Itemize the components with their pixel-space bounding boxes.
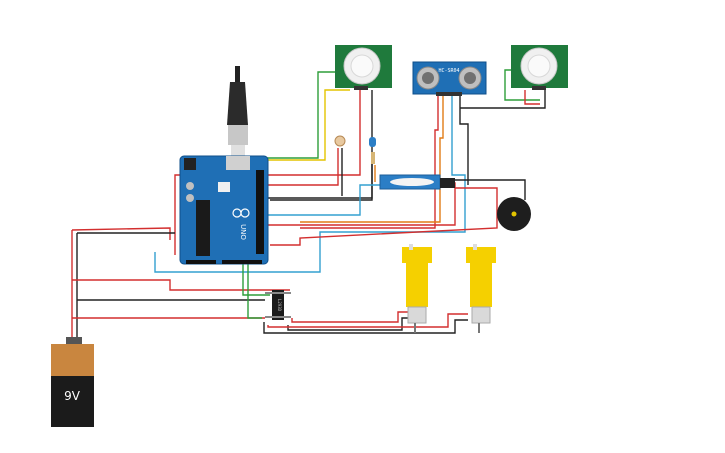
motor-right-can xyxy=(471,306,491,324)
wire-low-red-3[interactable] xyxy=(72,279,290,291)
wires xyxy=(71,69,546,340)
motor-left-gearbox xyxy=(402,247,432,263)
photoresistor[interactable] xyxy=(334,135,346,147)
arduino-power-header xyxy=(222,260,262,264)
wire-low-green-2[interactable] xyxy=(247,262,262,319)
motor-left-shaft xyxy=(414,323,416,333)
wire-motor1-red[interactable] xyxy=(291,311,410,323)
wire-low-red-2[interactable] xyxy=(71,227,171,240)
arduino-usb-port xyxy=(226,156,250,170)
usb-tip xyxy=(235,66,240,84)
dc-motor-right[interactable] xyxy=(466,244,496,333)
wire-ldr-red[interactable] xyxy=(260,148,339,186)
arduino-capacitor-2 xyxy=(186,194,194,202)
arduino-uno[interactable]: UNO xyxy=(179,155,269,265)
led-lens xyxy=(369,137,376,147)
battery-label: 9V xyxy=(64,389,81,403)
wire-pir-left-black[interactable] xyxy=(270,90,373,201)
servo-horn xyxy=(390,178,434,186)
wire-buzzer-red[interactable] xyxy=(270,187,498,246)
ultrasonic-sensor[interactable]: HC-SR04 xyxy=(412,61,487,96)
pir-right-lens xyxy=(527,54,551,78)
wire-motor2-red[interactable] xyxy=(267,313,468,328)
usb-cable xyxy=(227,66,248,157)
pir-sensor-right[interactable] xyxy=(511,45,568,90)
usb-port xyxy=(231,145,245,157)
pir-sensor-left[interactable] xyxy=(335,45,392,90)
ldr-head xyxy=(334,135,346,147)
motor-right-shaft xyxy=(478,323,480,333)
arduino-logo-text: UNO xyxy=(239,224,247,240)
arduino-analog-header xyxy=(186,260,216,264)
wire-pir-right-red[interactable] xyxy=(524,90,540,105)
battery-body xyxy=(51,376,94,427)
usb-plug xyxy=(227,82,248,125)
pir-left-header xyxy=(354,86,368,90)
arduino-digital-header xyxy=(256,170,264,254)
battery-9v[interactable]: 9V xyxy=(51,337,94,427)
usb-connector xyxy=(228,125,248,145)
battery-copper-top xyxy=(51,344,94,378)
servo-motor[interactable] xyxy=(379,174,455,190)
wire-us-orange[interactable] xyxy=(300,95,444,223)
wire-motor1-black[interactable] xyxy=(287,317,410,331)
servo-connector xyxy=(440,178,455,188)
wire-us-red[interactable] xyxy=(300,95,439,229)
arduino-reset-button[interactable] xyxy=(218,182,230,192)
wire-pir-left-green[interactable] xyxy=(257,71,338,170)
dc-motor-left[interactable] xyxy=(402,244,432,333)
arduino-atmega-chip xyxy=(196,200,210,256)
wire-led-black[interactable] xyxy=(265,162,373,199)
wire-buzzer-black[interactable] xyxy=(455,179,526,200)
motor-left-can xyxy=(407,306,427,324)
ultrasonic-header xyxy=(436,92,462,96)
infinity-logo-icon xyxy=(232,208,250,218)
motor-left-body xyxy=(406,263,428,307)
motor-driver-ic[interactable]: L293D xyxy=(265,290,291,320)
ultrasonic-label: HC-SR04 xyxy=(438,68,459,74)
battery-terminal xyxy=(66,337,82,347)
wire-us-cyan[interactable] xyxy=(154,95,466,273)
arduino-board xyxy=(179,155,269,265)
arduino-capacitor-1 xyxy=(186,182,194,190)
arduino-power-jack xyxy=(184,158,196,170)
wire-motor2-black[interactable] xyxy=(263,319,468,334)
led-resistor xyxy=(371,152,375,164)
led-blue[interactable] xyxy=(369,137,376,164)
pir-right-header xyxy=(532,86,546,90)
wire-low-green-1[interactable] xyxy=(242,262,270,296)
wire-servo-cyan[interactable] xyxy=(268,184,380,216)
piezo-buzzer[interactable] xyxy=(497,197,531,231)
motor-right-body xyxy=(470,263,492,307)
motor-driver-label: L293D xyxy=(277,299,282,312)
wire-us-black[interactable] xyxy=(459,95,469,185)
wire-pir-left-yellow[interactable] xyxy=(250,89,350,161)
buzzer-hole xyxy=(511,211,517,217)
wire-pir-right-black[interactable] xyxy=(460,90,546,109)
motor-driver-chip xyxy=(272,290,284,320)
motor-right-gearbox xyxy=(466,247,496,263)
pir-left-lens xyxy=(350,54,374,78)
wire-pir-right-green[interactable] xyxy=(504,69,540,101)
